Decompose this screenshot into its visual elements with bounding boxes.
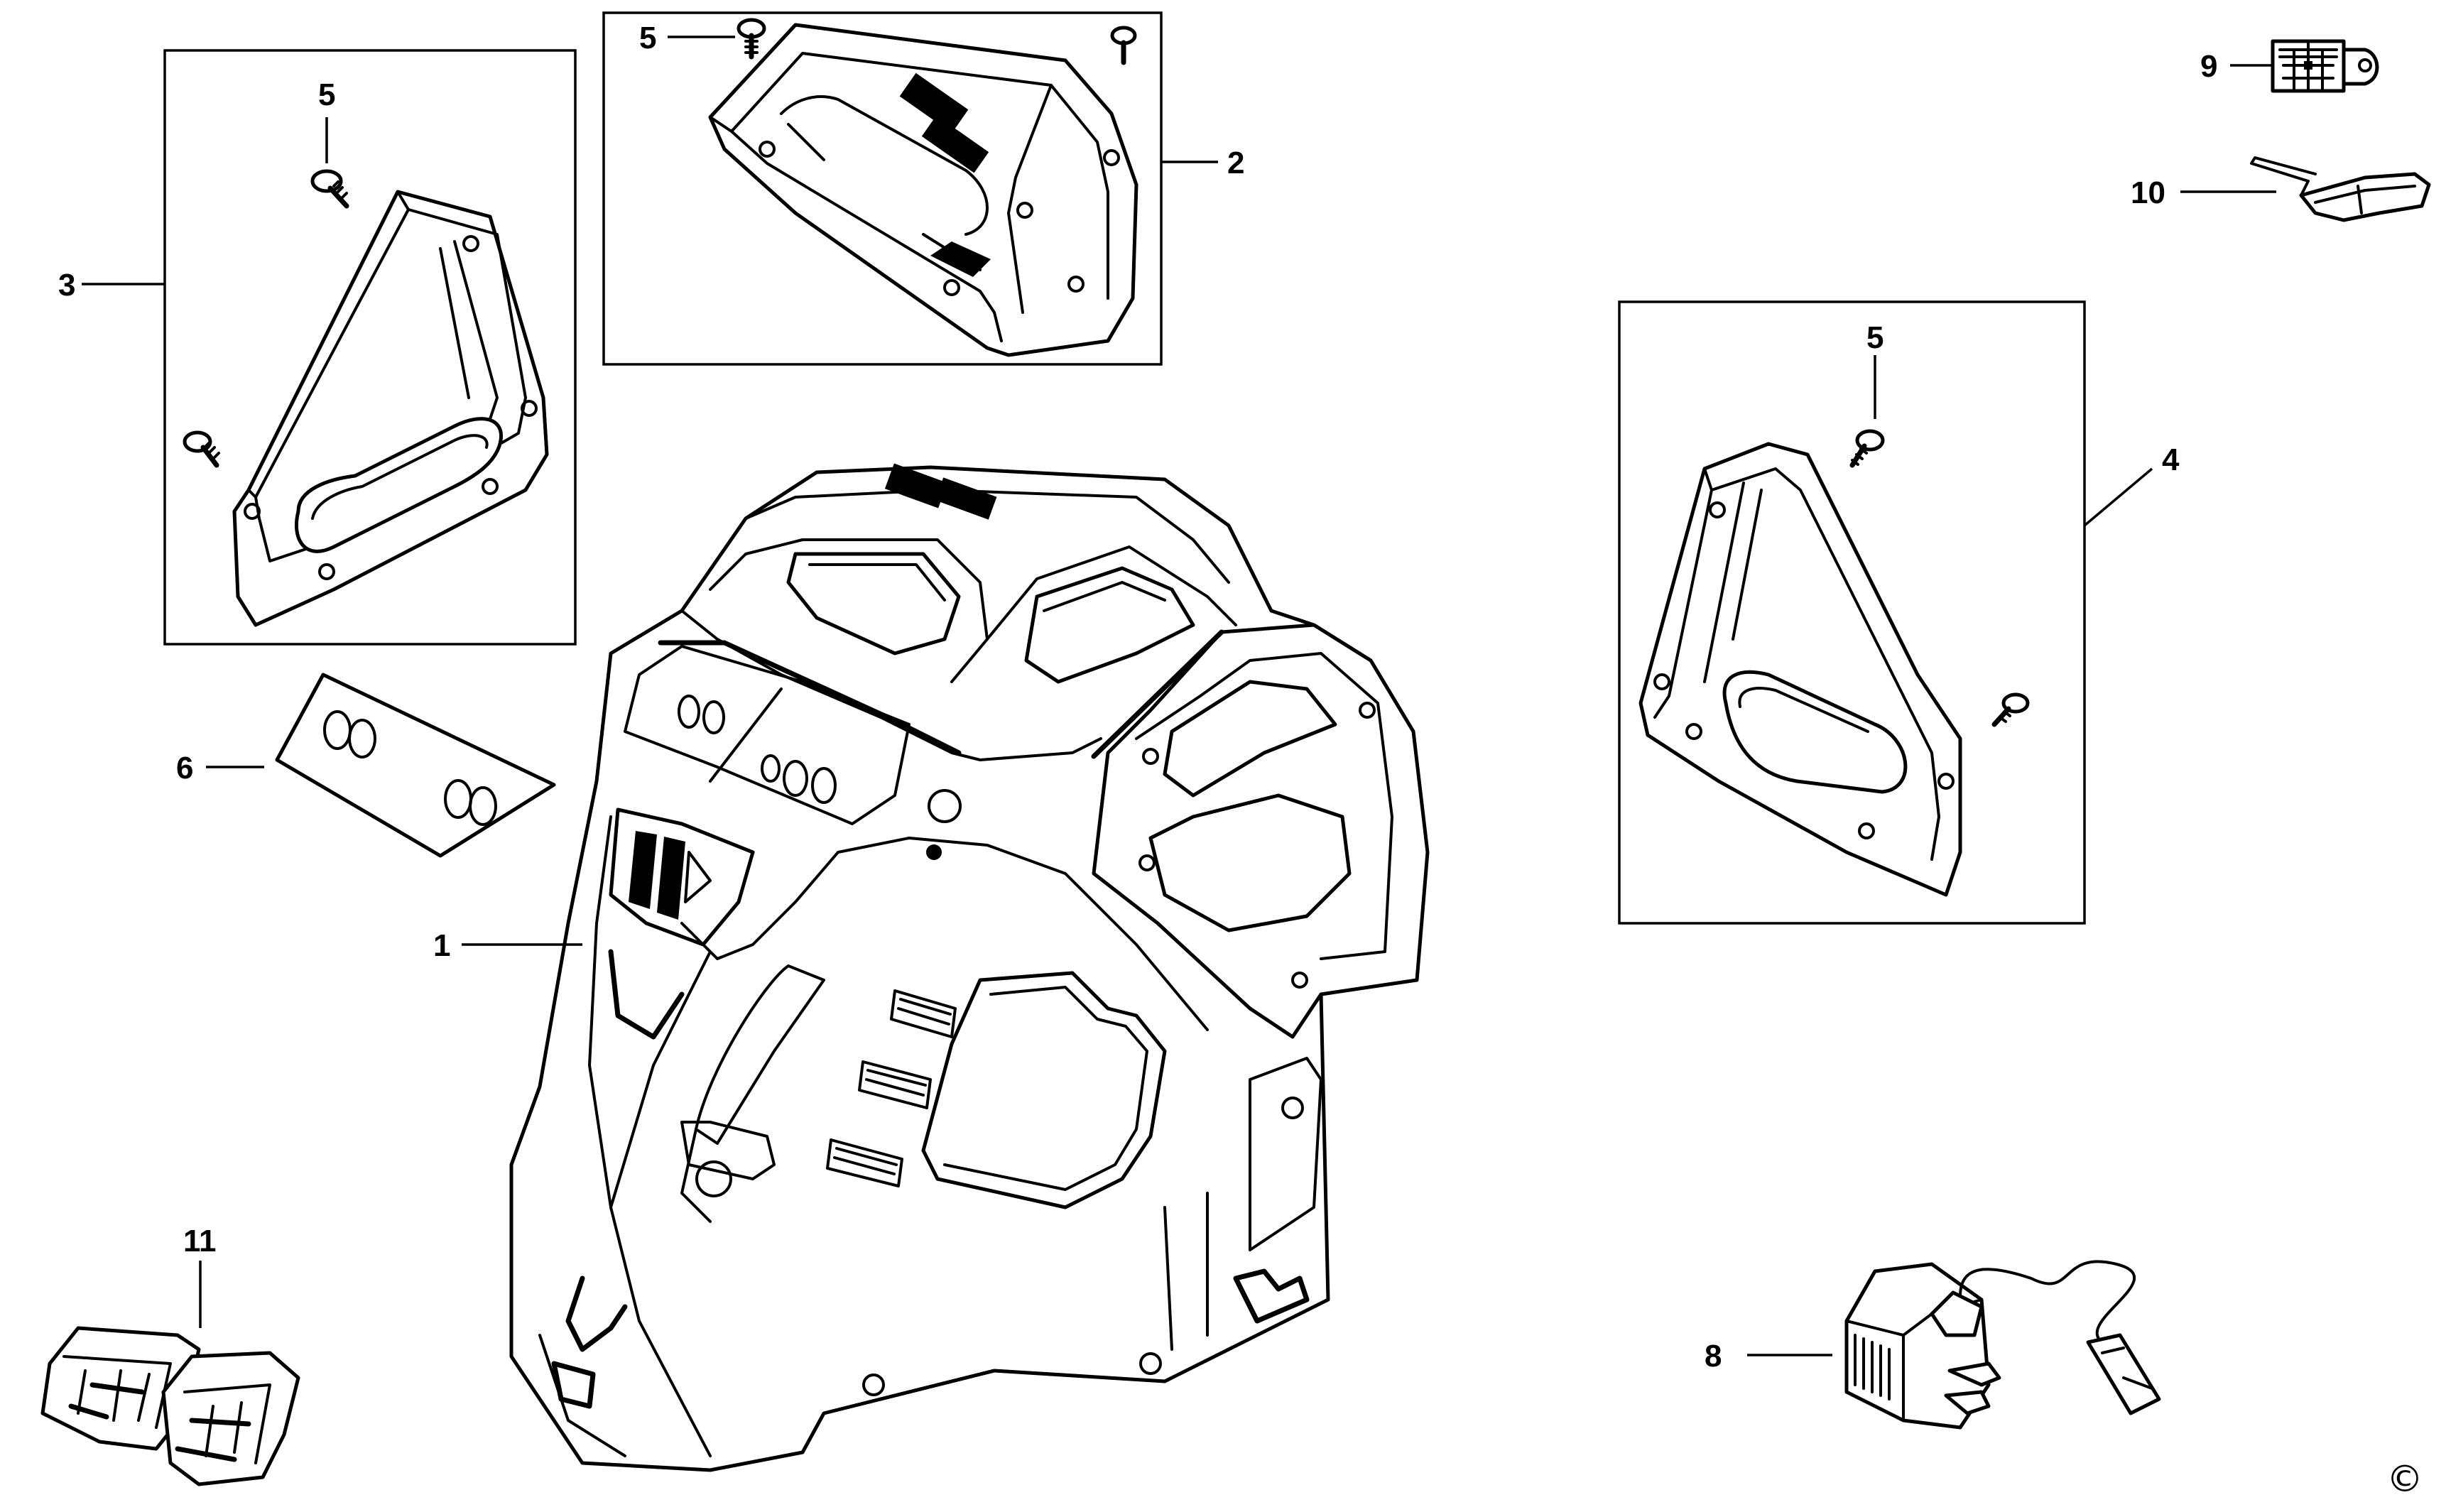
screw-5-top <box>736 18 766 60</box>
part-4-side-guard <box>1618 300 2086 925</box>
part-8-charger <box>1844 1260 2161 1430</box>
part-6-keypad-label <box>275 673 556 858</box>
part-2-top-guard <box>602 11 1163 366</box>
brand-logo-top-guard <box>899 72 969 134</box>
screw-right-lower <box>1991 692 2030 727</box>
part-9-target-card <box>2271 39 2379 93</box>
label-part-5-right: 5 <box>1866 320 1884 355</box>
screw-left-lower <box>183 430 220 468</box>
label-part-5-top: 5 <box>639 21 656 55</box>
label-part-6: 6 <box>176 751 193 785</box>
part-2-detail-box <box>602 11 1163 366</box>
part-3-side-guard <box>163 49 577 646</box>
label-part-8: 8 <box>1705 1339 1722 1374</box>
part-3-detail-box <box>163 49 577 646</box>
label-part-9: 9 <box>2200 49 2217 84</box>
leader-4 <box>2083 467 2153 527</box>
label-part-3: 3 <box>58 268 75 303</box>
copyright-symbol: © <box>2386 1458 2423 1501</box>
label-part-5-left: 5 <box>318 77 335 112</box>
screw-5-right <box>1849 429 1885 468</box>
label-part-11: 11 <box>183 1224 217 1258</box>
label-part-2: 2 <box>1227 146 1244 180</box>
label-part-4: 4 <box>2162 442 2180 477</box>
part-11-case-insert <box>40 1326 300 1486</box>
screw-5-left-top <box>310 169 349 209</box>
label-part-10: 10 <box>2131 175 2165 210</box>
screw-top-right <box>1110 26 1137 65</box>
part-10-laser-glasses <box>2250 156 2431 222</box>
part-4-detail-box <box>1618 300 2086 925</box>
label-part-1: 1 <box>433 928 450 963</box>
part-1-laser-housing <box>509 463 1430 1472</box>
brand-logo-main <box>884 463 948 508</box>
